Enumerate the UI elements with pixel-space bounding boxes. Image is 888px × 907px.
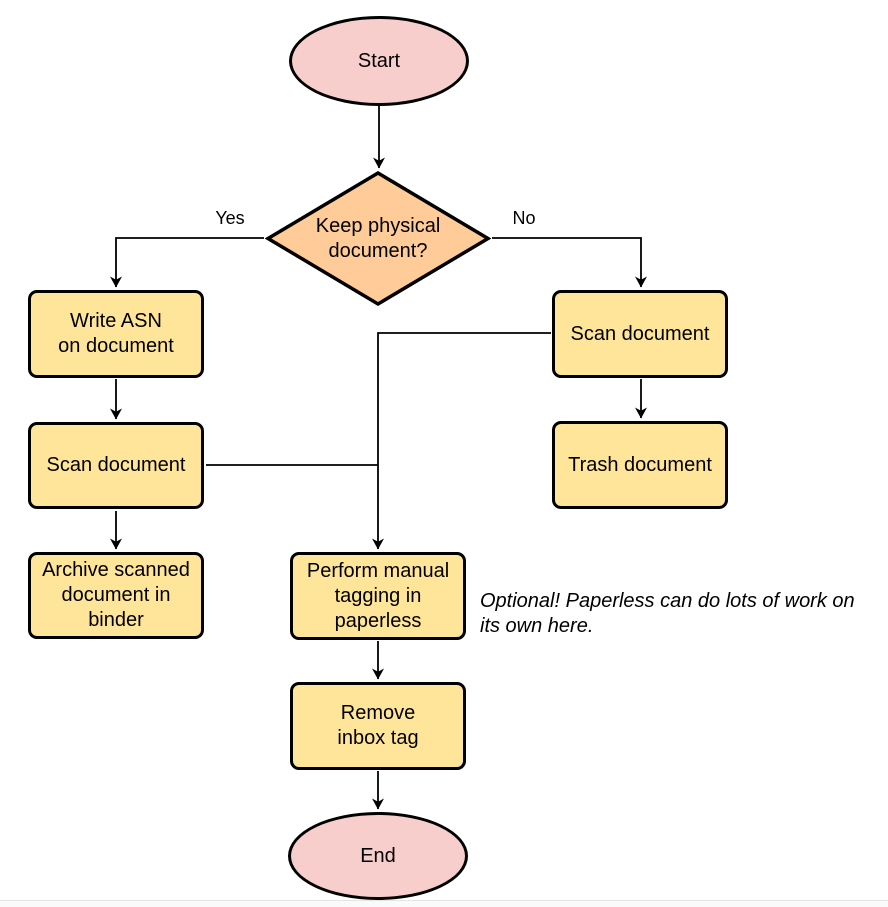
node-end: End <box>288 812 468 900</box>
page-bottom-strip <box>0 901 888 907</box>
node-archive: Archive scanned document in binder <box>28 552 204 639</box>
node-trash-label: Trash document <box>568 453 712 476</box>
node-scan-right-label: Scan document <box>570 322 710 345</box>
node-scan-left: Scan document <box>28 422 204 509</box>
page-bottom-rule <box>0 900 888 901</box>
edge-label-yes: Yes <box>198 207 262 229</box>
optional-note: Optional! Paperless can do lots of work … <box>480 590 855 637</box>
node-decision: Keep physical document? <box>265 170 491 307</box>
node-tagging-label: Perform manual tagging in paperless <box>306 559 450 632</box>
node-archive-label: Archive scanned document in binder <box>42 559 190 631</box>
node-trash: Trash document <box>552 421 728 509</box>
edge-scan-right-tagging <box>372 332 551 550</box>
node-remove-inbox-label: Remove inbox tag <box>337 702 419 749</box>
edge-decision-scan-right <box>492 237 647 288</box>
node-start: Start <box>289 16 469 106</box>
node-end-label: End <box>360 844 396 867</box>
node-decision-label: Keep physical document? <box>315 214 441 262</box>
edge-label-no: No <box>494 207 554 229</box>
node-start-label: Start <box>357 49 401 72</box>
node-write-asn: Write ASN on document <box>28 290 204 378</box>
node-scan-left-label: Scan document <box>46 454 186 476</box>
node-tagging: Perform manual tagging in paperless <box>290 552 466 640</box>
decision-diamond-shape <box>265 170 491 307</box>
node-write-asn-label: Write ASN on document <box>58 310 174 357</box>
node-remove-inbox: Remove inbox tag <box>290 682 466 770</box>
edge-decision-write-asn <box>110 237 264 288</box>
node-scan-right: Scan document <box>552 290 728 378</box>
